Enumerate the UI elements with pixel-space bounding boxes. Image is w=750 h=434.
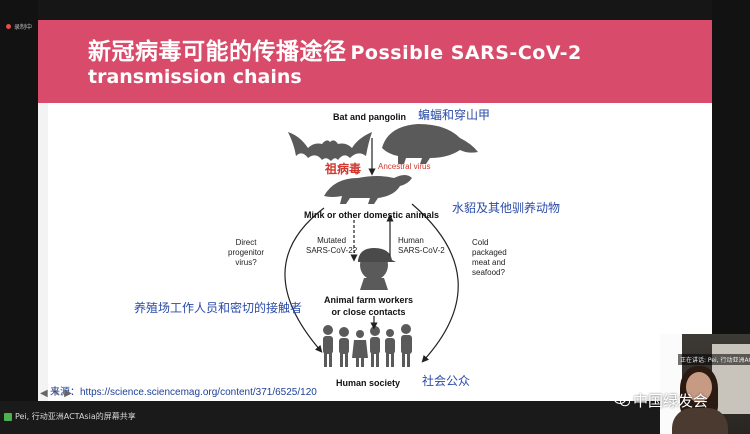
label-society: Human society: [336, 378, 401, 388]
label-mink: Mink or other domestic animals: [304, 210, 440, 220]
label-ancestral-en: Ancestral virus: [378, 162, 431, 171]
label-bat-pangolin: Bat and pangolin: [333, 112, 406, 122]
next-slide-icon[interactable]: ▶: [64, 388, 72, 399]
slide-title-zh: 新冠病毒可能的传播途径: [88, 39, 347, 65]
source-citation: 来源：https://science.sciencemag.org/conten…: [50, 383, 317, 398]
prev-slide-icon[interactable]: ◀: [40, 388, 48, 399]
video-left-wall: [660, 334, 682, 434]
pen-icon[interactable]: ✎: [51, 388, 61, 399]
bat-icon: [288, 132, 372, 161]
label-bat-pangolin-zh: 蝙蝠和穿山甲: [418, 108, 491, 122]
label-direct-progenitor: Direct progenitor virus?: [228, 238, 264, 268]
speaker-video[interactable]: 正在讲话: Pei, 行动亚洲ACTAsia: [660, 334, 750, 434]
wechat-icon: [614, 394, 630, 407]
workers-line-2: or close contacts: [331, 307, 406, 317]
video-person-face: [686, 372, 712, 402]
screen-share-status: Pei, 行动亚洲ACTAsia的屏幕共享: [4, 411, 136, 422]
speaker-status: 正在讲话: Pei, 行动亚洲ACTAsia: [678, 354, 750, 365]
top-bar: [38, 0, 712, 20]
left-panel: 录制中: [0, 0, 38, 434]
label-ancestral-zh: 祖病毒: [325, 162, 362, 176]
cold-line-3: meat and: [472, 258, 506, 267]
slide-title-en-1: Possible SARS-CoV-2: [350, 42, 582, 64]
label-human-sars: Human SARS-CoV-2: [398, 236, 445, 256]
record-icon: [6, 24, 11, 29]
mink-icon: [324, 175, 412, 204]
transmission-diagram: [284, 124, 478, 367]
crowd-icon: [323, 324, 412, 367]
recording-label: 录制中: [14, 24, 33, 31]
arrow-direct-progenitor: [284, 207, 325, 353]
arrow-cold-chain: [411, 203, 459, 363]
slide-margin: [38, 103, 48, 401]
mutated-line-2: SARS-CoV-2?: [306, 246, 358, 255]
label-workers: Animal farm workers or close contacts: [324, 294, 413, 318]
label-mink-zh: 水貂及其他驯养动物: [452, 201, 561, 215]
cold-line-4: seafood?: [472, 268, 505, 277]
worker-icon: [358, 248, 396, 290]
direct-line-1: Direct: [235, 238, 257, 247]
label-mutated: Mutated SARS-CoV-2?: [306, 236, 357, 256]
pangolin-icon: [382, 124, 478, 164]
watermark: 中国绿发会: [614, 390, 708, 411]
share-status-text: Pei, 行动亚洲ACTAsia的屏幕共享: [15, 412, 136, 421]
video-person-body: [672, 408, 728, 434]
mutated-line-1: Mutated: [317, 236, 347, 245]
watermark-text: 中国绿发会: [633, 392, 709, 410]
source-link[interactable]: https://science.sciencemag.org/content/3…: [80, 387, 317, 398]
slide-title-en-2: transmission chains: [88, 66, 302, 88]
bottom-bar: [0, 401, 750, 434]
cold-line-2: packaged: [472, 248, 507, 257]
cold-line-1: Cold: [472, 238, 489, 247]
source-label: 来源：: [50, 387, 80, 398]
label-cold-chain: Cold packaged meat and seafood?: [472, 238, 507, 278]
screen-share-icon: [4, 412, 12, 421]
direct-line-3: virus?: [235, 258, 257, 267]
label-workers-zh: 养殖场工作人员和密切的接触者: [134, 301, 303, 315]
recording-indicator[interactable]: 录制中: [6, 22, 32, 31]
label-society-zh: 社会公众: [422, 374, 471, 388]
direct-line-2: progenitor: [228, 248, 265, 257]
human-line-2: SARS-CoV-2: [398, 246, 445, 255]
slide-nav-controls: ◀ ✎ ▶: [40, 388, 72, 399]
workers-line-1: Animal farm workers: [324, 295, 414, 305]
human-line-1: Human: [398, 236, 424, 245]
